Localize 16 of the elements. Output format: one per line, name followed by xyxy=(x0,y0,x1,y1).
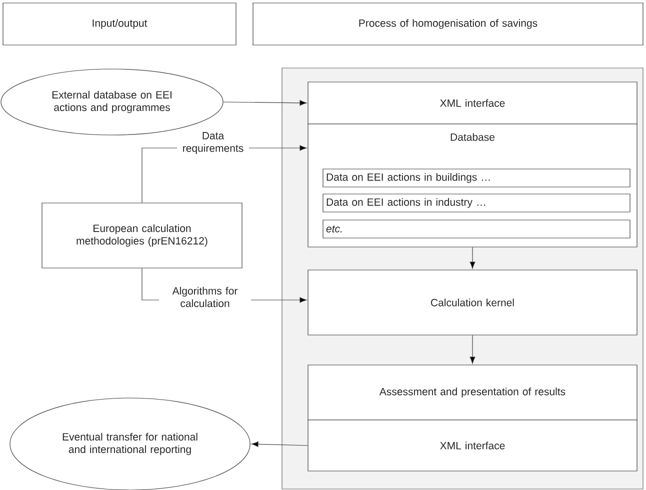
arrow xyxy=(470,335,476,364)
data-row-box: Data on EEI actions in buildings … xyxy=(322,168,630,188)
interface-box: XML interface xyxy=(308,420,638,472)
process-box: Assessment and presentation of results xyxy=(308,364,638,420)
header-box: Input/output xyxy=(2,2,236,46)
data-row-box: Data on EEI actions in industry … xyxy=(322,194,630,212)
edge-label: Data requirements xyxy=(177,131,249,155)
process-box: Calculation kernel xyxy=(308,270,638,336)
method-box: European calculation methodologies (prEN16212) xyxy=(42,202,242,268)
arrow xyxy=(223,100,307,106)
edge-label: Algorithms for calculation xyxy=(159,286,251,308)
arrow xyxy=(251,441,308,447)
interface-box: XML interface xyxy=(308,82,638,124)
header-box: Process of homogenisation of savings xyxy=(252,2,644,46)
data-row-box: etc. xyxy=(322,220,630,238)
arrow xyxy=(470,247,476,269)
